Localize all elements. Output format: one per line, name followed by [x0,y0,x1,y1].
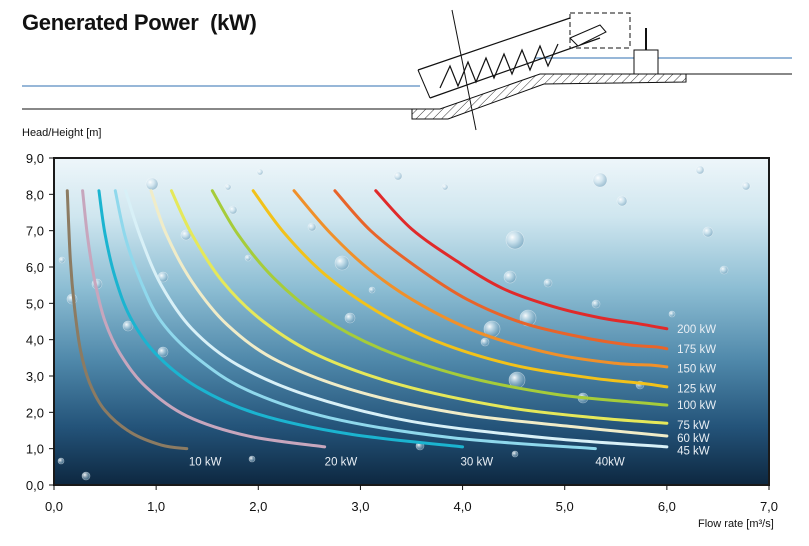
x-tick-label: 3,0 [351,499,369,514]
curve-label: 10 kW [189,456,222,468]
bubble [81,471,91,481]
bubble [224,183,232,191]
curve-label: 150 kW [677,364,716,376]
bubble [616,195,628,207]
y-tick-label: 2,0 [26,405,44,420]
curve-label: 75 kW [677,420,710,432]
curve-10kw [65,189,189,451]
y-tick-label: 0,0 [26,478,44,493]
bubble [719,265,729,275]
y-tick-label: 9,0 [26,151,44,166]
page-title: Generated Power (kW) [22,10,257,35]
curve-label: 200 kW [677,324,716,336]
power-curves [65,189,669,451]
bubble [695,165,705,175]
y-tick-label: 6,0 [26,260,44,275]
curve-75kw [169,189,669,425]
x-tick-label: 2,0 [249,499,267,514]
curve-150kw [292,189,669,369]
curve-175kw [333,189,669,351]
bubble [503,270,517,284]
curve-label: 175 kW [677,344,716,356]
x-tick-label: 6,0 [658,499,676,514]
bubble [256,168,264,176]
bubble [591,299,601,309]
x-tick-label: 5,0 [556,499,574,514]
curve-125kw [251,189,669,389]
x-tick-label: 7,0 [760,499,778,514]
bubble [58,256,66,264]
curve-200kw [374,189,669,331]
bubble [248,455,256,463]
bubble [741,181,751,191]
bubble [57,457,65,465]
bubble [228,205,238,215]
x-tick-label: 1,0 [147,499,165,514]
curve-label: 40kW [595,456,625,468]
y-tick-label: 1,0 [26,442,44,457]
x-axis-label: Flow rate [m³/s] [698,518,774,530]
curve-label: 30 kW [461,456,494,468]
bubble [702,226,714,238]
bubble [511,450,519,458]
bubble [543,278,553,288]
curve-30kw [97,189,465,449]
y-axis-ticks: 0,0 1,0 2,0 3,0 4,0 5,0 6,0 7,0 8,0 9,0 [26,151,54,493]
y-tick-label: 7,0 [26,224,44,239]
y-tick-label: 5,0 [26,296,44,311]
y-tick-label: 3,0 [26,369,44,384]
bubble [157,346,169,358]
screw-turbine-illustration [22,9,792,131]
bubble [441,183,449,191]
x-tick-label: 0,0 [45,499,63,514]
bubble [334,255,350,271]
curve-100kw [210,189,669,407]
bubble [122,320,134,332]
curve-label: 45 kW [677,445,710,457]
bubble [244,254,252,262]
y-axis-label: Head/Height [m] [22,127,102,139]
bubble [344,312,356,324]
bubble [307,222,317,232]
y-tick-label: 4,0 [26,333,44,348]
x-tick-label: 4,0 [454,499,472,514]
y-tick-label: 8,0 [26,187,44,202]
curve-label: 125 kW [677,384,716,396]
bubble [368,286,376,294]
curve-label: 60 kW [677,433,710,445]
curve-label: 100 kW [677,400,716,412]
curve-45kw [124,189,669,449]
bubble [480,337,490,347]
x-axis-ticks: 0,0 1,0 2,0 3,0 4,0 5,0 6,0 7,0 [45,485,778,514]
bubble [145,177,159,191]
bubble [592,172,608,188]
bubble [505,230,525,250]
plot-frame [53,157,770,486]
curve-40kw [113,189,597,451]
plot-area [54,158,769,485]
curve-60kw [149,189,669,438]
curve-20kw [81,189,327,449]
bubble [668,310,676,318]
curve-label: 20 kW [325,456,358,468]
bubble [393,171,403,181]
